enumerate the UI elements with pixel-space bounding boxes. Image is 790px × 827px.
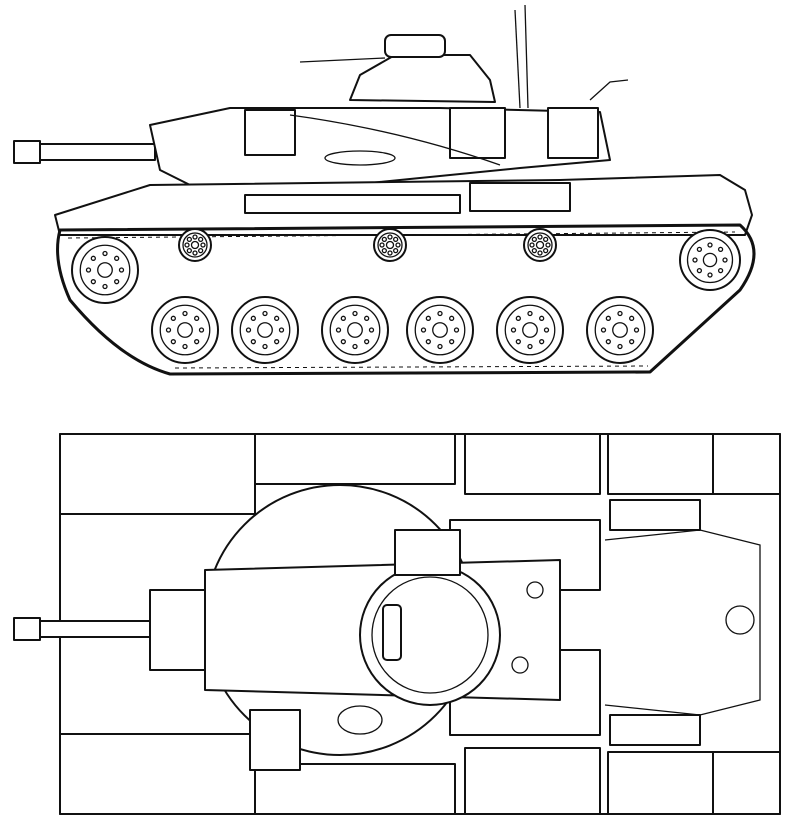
return-roller [373, 228, 407, 262]
road-wheel [231, 296, 299, 364]
road-wheel [321, 296, 389, 364]
gun-barrel-top [13, 589, 206, 671]
tail-light [725, 605, 755, 635]
side-view [13, 4, 756, 376]
return-roller [178, 228, 212, 262]
turret [149, 4, 629, 191]
return-roller [523, 228, 557, 262]
gun-barrel [13, 140, 156, 164]
road-wheel [151, 296, 219, 364]
track [56, 223, 756, 376]
running-gear [71, 228, 741, 364]
top-view [13, 433, 781, 815]
drive-sprocket [679, 229, 741, 291]
hull-top [59, 433, 781, 815]
hull [54, 174, 753, 236]
road-wheel [406, 296, 474, 364]
idler-wheel [71, 236, 139, 304]
turret-top [204, 484, 561, 771]
road-wheel [586, 296, 654, 364]
road-wheel [496, 296, 564, 364]
